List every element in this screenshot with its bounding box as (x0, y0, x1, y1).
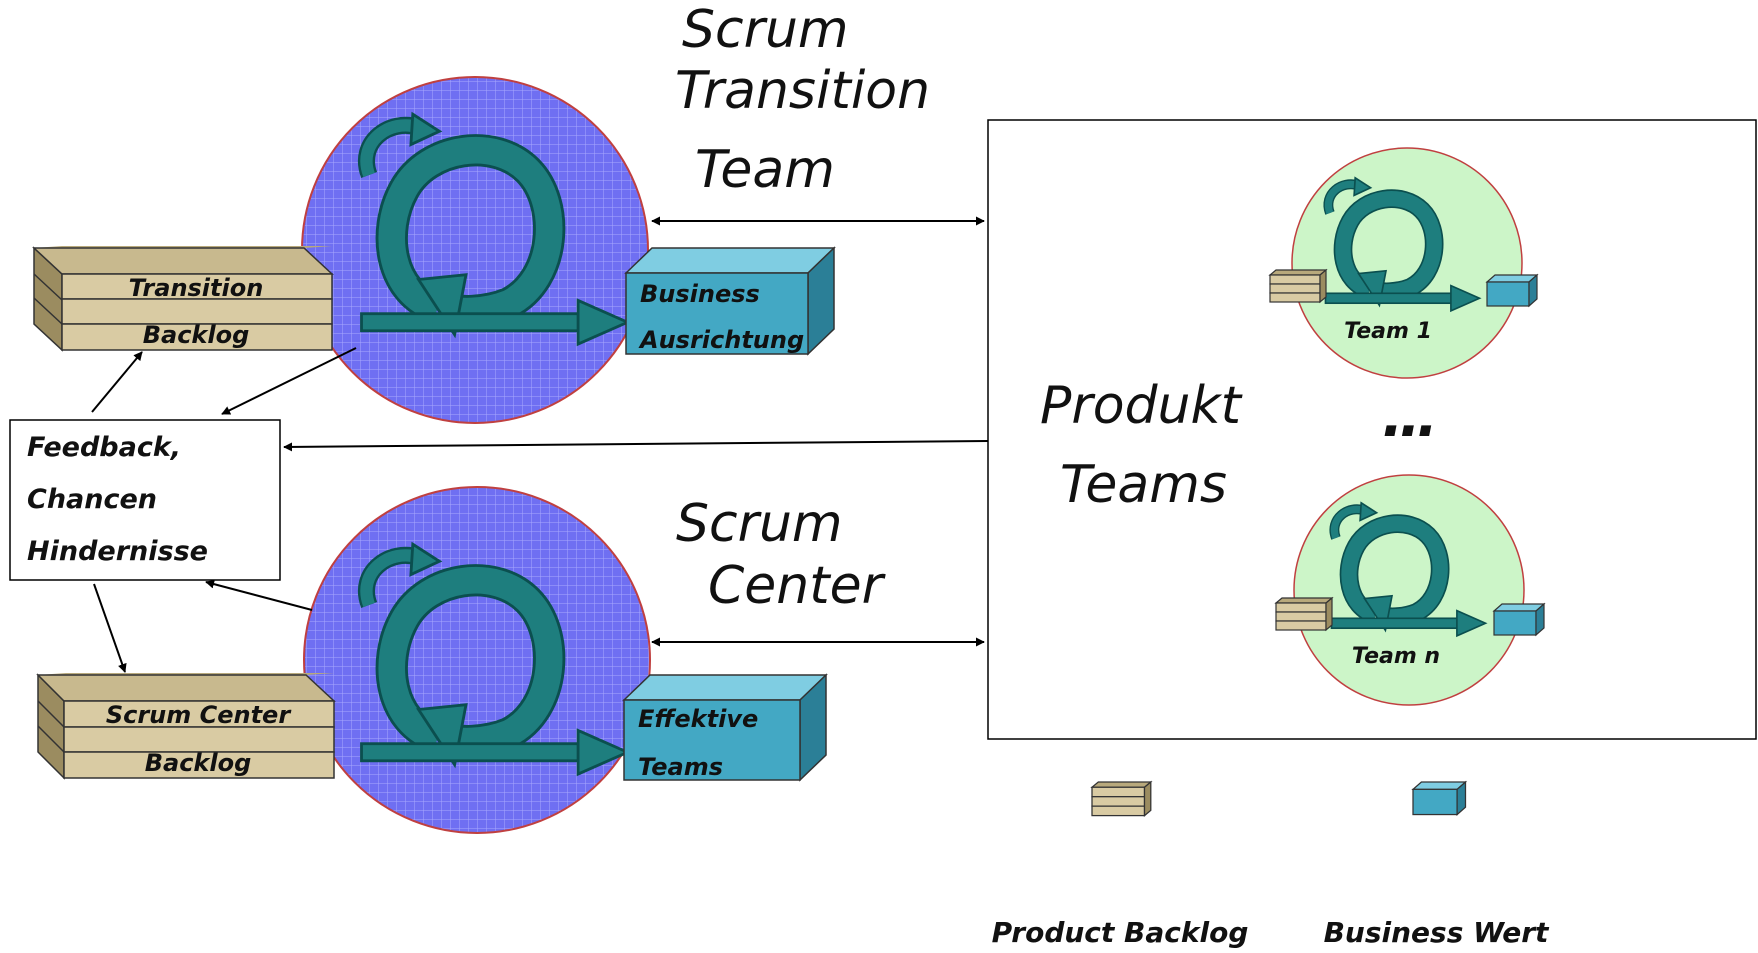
produkt-teams-panel: Produkt Teams Team 1 … Team n (987, 119, 1757, 740)
team-n-circle (1293, 474, 1525, 706)
business-line2: Ausrichtung (638, 326, 804, 354)
team-1-group: Team 1 (1269, 147, 1538, 379)
center-title-line1: Scrum (676, 494, 843, 554)
business-ausrichtung-box: Business Ausrichtung (624, 246, 836, 356)
center-title-line2: Center (708, 556, 887, 616)
team-1-label: Team 1 (1344, 319, 1432, 344)
arrow-center-feedback (205, 579, 313, 611)
feedback-line2: Chancen (27, 484, 157, 515)
transition-backlog-line1: Transition (129, 274, 264, 302)
transition-title-line3: Team (695, 140, 835, 200)
produkt-line1: Produkt (1040, 376, 1243, 436)
transition-backlog-line2: Backlog (143, 321, 250, 349)
produkt-line2: Teams (1060, 455, 1227, 515)
effektive-teams-box: Effektive Teams (622, 673, 828, 782)
legend: Product Backlog Business Wert (992, 781, 1550, 949)
arrow-produkt-feedback (283, 440, 989, 452)
effektive-line2: Teams (638, 753, 723, 781)
legend-product-backlog-label: Product Backlog (992, 916, 1249, 949)
business-line1: Business (640, 280, 760, 308)
transition-circle (301, 76, 649, 424)
legend-product-backlog-icon (1091, 781, 1152, 817)
feedback-line3: Hindernisse (27, 536, 208, 567)
center-backlog-line1: Scrum Center (106, 701, 293, 729)
legend-business-wert-icon (1412, 781, 1467, 816)
center-group: Scrum Center Backlog Effektive Teams Scr… (36, 486, 887, 834)
center-circle (303, 486, 651, 834)
team-1-value-icon (1486, 274, 1538, 307)
transition-title-line2: Transition (675, 61, 930, 121)
feedback-box: Feedback, Chancen Hindernisse (9, 419, 281, 581)
team-n-backlog-icon (1275, 597, 1333, 631)
feedback-line1: Feedback, (27, 432, 181, 463)
arrow-transition-feedback (221, 347, 357, 415)
arrow-feedback-transition-backlog (91, 351, 143, 413)
center-backlog-stack: Scrum Center Backlog (36, 673, 336, 780)
team-1-backlog-icon (1269, 269, 1327, 303)
team-n-label: Team n (1352, 644, 1440, 669)
transition-backlog-stack: Transition Backlog (32, 246, 334, 352)
arrow-feedback-center-backlog (93, 583, 127, 673)
effektive-line1: Effektive (638, 705, 758, 733)
transition-group: Transition Backlog Business Ausrichtung … (32, 0, 930, 424)
team-1-circle (1291, 147, 1523, 379)
ellipsis: … (1382, 385, 1438, 450)
team-n-value-icon (1493, 603, 1545, 636)
center-backlog-line2: Backlog (145, 749, 252, 777)
legend-business-wert-label: Business Wert (1324, 916, 1550, 949)
connector-arrows (91, 216, 989, 673)
transition-title-line1: Scrum (682, 0, 849, 60)
team-n-group: Team n (1275, 474, 1545, 706)
